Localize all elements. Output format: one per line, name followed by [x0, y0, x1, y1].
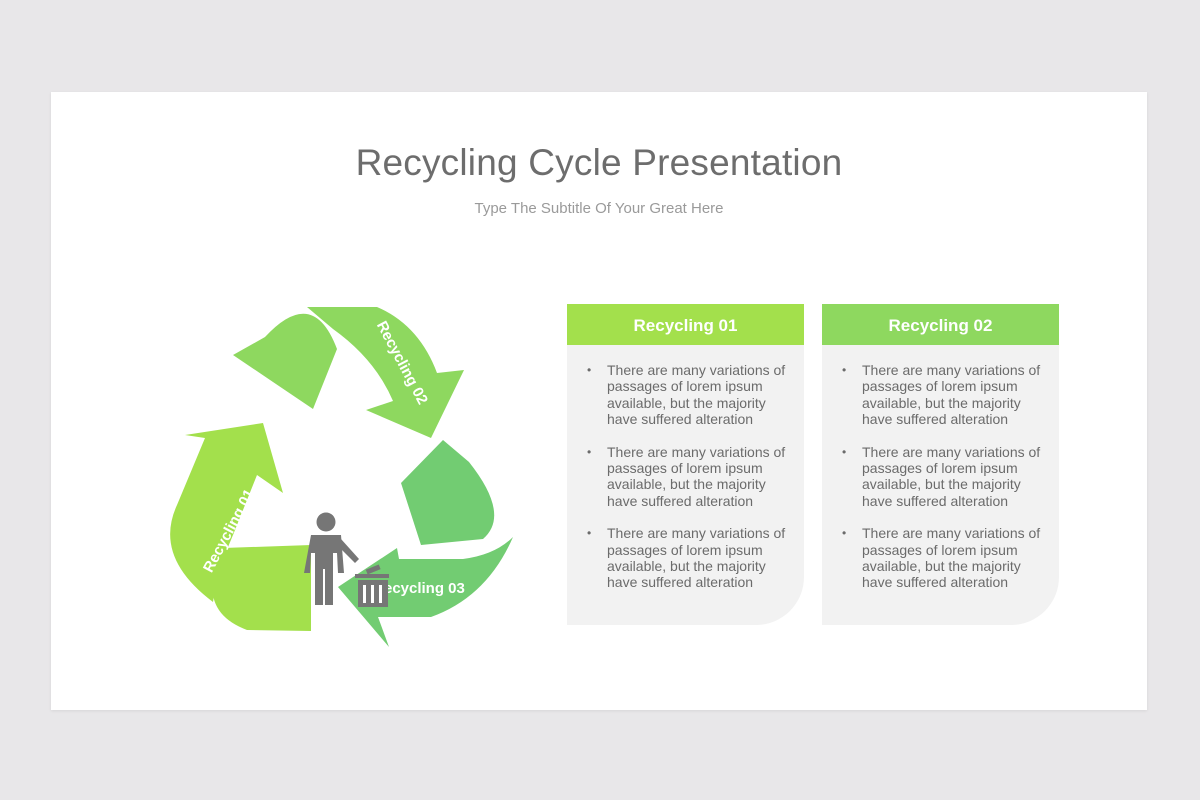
recycling-cycle-diagram: Recycling 02 Recycling 03 Recycling 01 [170, 307, 513, 647]
list-item: There are many variations of passages of… [587, 362, 786, 428]
card-bullet-list: There are many variations of passages of… [822, 345, 1059, 591]
list-item: There are many variations of passages of… [842, 444, 1041, 510]
info-card-recycling-02: Recycling 02 There are many variations o… [822, 304, 1059, 625]
cycle-segment-top [233, 313, 337, 409]
slide: Recycling Cycle Presentation Type The Su… [51, 92, 1147, 710]
list-item: There are many variations of passages of… [587, 444, 786, 510]
cycle-segment-bottom-left [212, 545, 311, 631]
info-card-recycling-01: Recycling 01 There are many variations o… [567, 304, 804, 625]
card-title: Recycling 01 [567, 304, 804, 345]
cycle-arrow-03 [338, 537, 513, 647]
cycle-segment-right [401, 440, 495, 545]
slide-subtitle: Type The Subtitle Of Your Great Here [474, 200, 724, 217]
cycle-arrow-01 [170, 423, 283, 602]
person-trash-icon [304, 512, 389, 607]
list-item: There are many variations of passages of… [842, 525, 1041, 591]
card-title: Recycling 02 [822, 304, 1059, 345]
list-item: There are many variations of passages of… [587, 525, 786, 591]
cycle-arrow-02 [307, 307, 464, 438]
list-item: There are many variations of passages of… [842, 362, 1041, 428]
card-bullet-list: There are many variations of passages of… [567, 345, 804, 591]
cycle-label-03: Recycling 03 [373, 580, 465, 597]
slide-title: Recycling Cycle Presentation [355, 142, 843, 183]
